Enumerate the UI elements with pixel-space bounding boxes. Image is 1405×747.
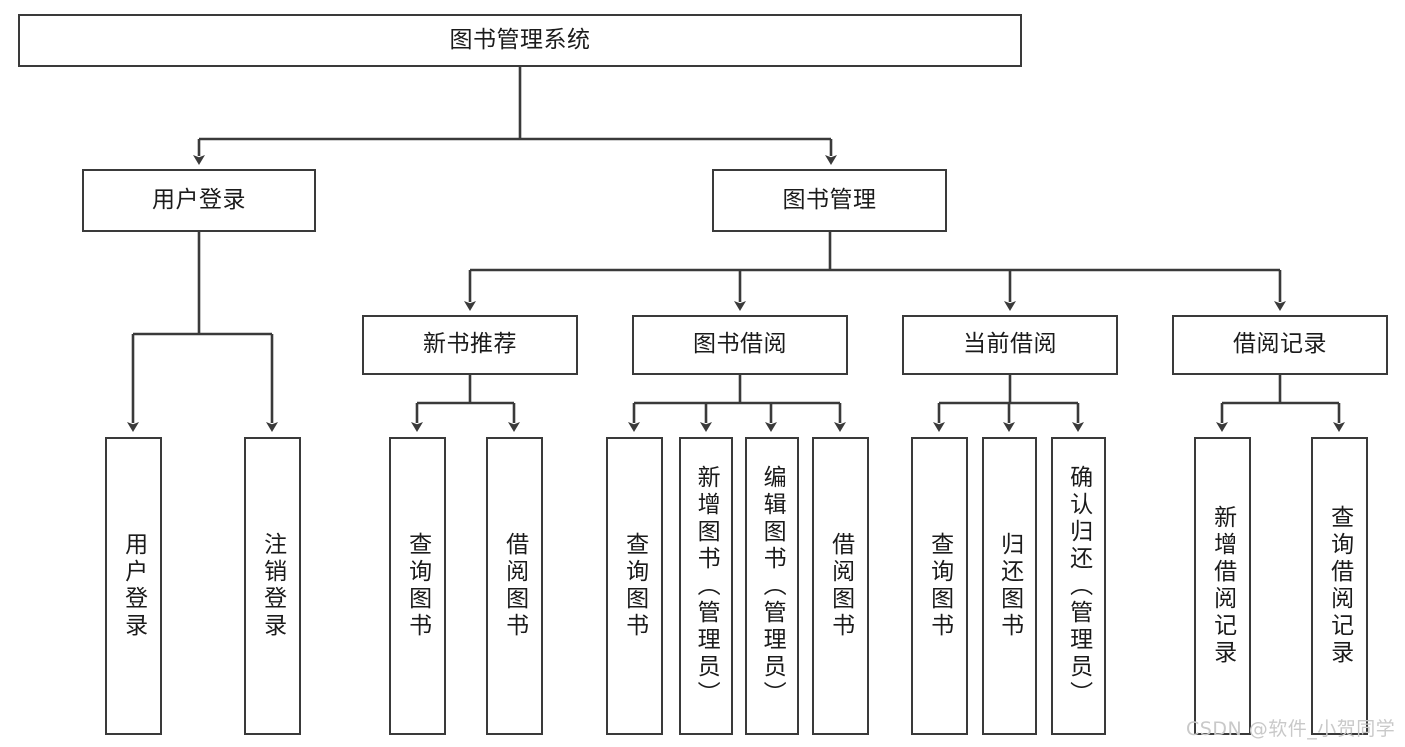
node-label: 借阅图书 xyxy=(501,532,528,640)
node-label: 借阅图书 xyxy=(827,532,854,640)
csdn-watermark: CSDN @软件_小贺同学 xyxy=(1186,718,1396,740)
leaf-query-book-current[interactable]: 查询图书 xyxy=(911,437,968,735)
node-label: 用户登录 xyxy=(152,186,246,213)
leaf-borrow-book-recommend[interactable]: 借阅图书 xyxy=(486,437,543,735)
leaf-confirm-return-admin[interactable]: 确认归还（管理员） xyxy=(1051,437,1106,735)
leaf-return-book[interactable]: 归还图书 xyxy=(982,437,1037,735)
node-label: 新增图书（管理员） xyxy=(693,464,720,708)
node-label: 图书管理系统 xyxy=(449,26,591,53)
leaf-query-book-borrow[interactable]: 查询图书 xyxy=(606,437,663,735)
node-label: 编辑图书（管理员） xyxy=(759,464,786,708)
node-label: 查询图书 xyxy=(621,532,648,640)
leaf-query-book-recommend[interactable]: 查询图书 xyxy=(389,437,446,735)
leaf-borrow-book[interactable]: 借阅图书 xyxy=(812,437,869,735)
node-book-borrow[interactable]: 图书借阅 xyxy=(632,315,848,375)
node-book-management[interactable]: 图书管理 xyxy=(712,169,947,232)
node-label: 用户登录 xyxy=(120,532,147,640)
node-label: 确认归还（管理员） xyxy=(1065,464,1092,708)
node-label: 注销登录 xyxy=(259,532,286,640)
leaf-add-borrow-record[interactable]: 新增借阅记录 xyxy=(1194,437,1251,735)
leaf-user-login[interactable]: 用户登录 xyxy=(105,437,162,735)
node-current-borrow[interactable]: 当前借阅 xyxy=(902,315,1118,375)
node-label: 查询图书 xyxy=(926,532,953,640)
leaf-logout-login[interactable]: 注销登录 xyxy=(244,437,301,735)
node-label: 新增借阅记录 xyxy=(1209,505,1236,667)
node-label: 当前借阅 xyxy=(963,331,1057,358)
node-root-book-management-system[interactable]: 图书管理系统 xyxy=(18,14,1022,67)
leaf-edit-book-admin[interactable]: 编辑图书（管理员） xyxy=(745,437,799,735)
node-user-login[interactable]: 用户登录 xyxy=(82,169,316,232)
node-label: 新书推荐 xyxy=(423,331,517,358)
node-new-book-recommend[interactable]: 新书推荐 xyxy=(362,315,578,375)
node-label: 查询图书 xyxy=(404,532,431,640)
node-label: 借阅记录 xyxy=(1233,331,1327,358)
node-label: 图书管理 xyxy=(782,186,877,213)
node-borrow-record[interactable]: 借阅记录 xyxy=(1172,315,1388,375)
leaf-add-book-admin[interactable]: 新增图书（管理员） xyxy=(679,437,733,735)
node-label: 查询借阅记录 xyxy=(1326,505,1353,667)
node-label: 归还图书 xyxy=(996,532,1023,640)
leaf-query-borrow-record[interactable]: 查询借阅记录 xyxy=(1311,437,1368,735)
node-label: 图书借阅 xyxy=(693,331,787,358)
